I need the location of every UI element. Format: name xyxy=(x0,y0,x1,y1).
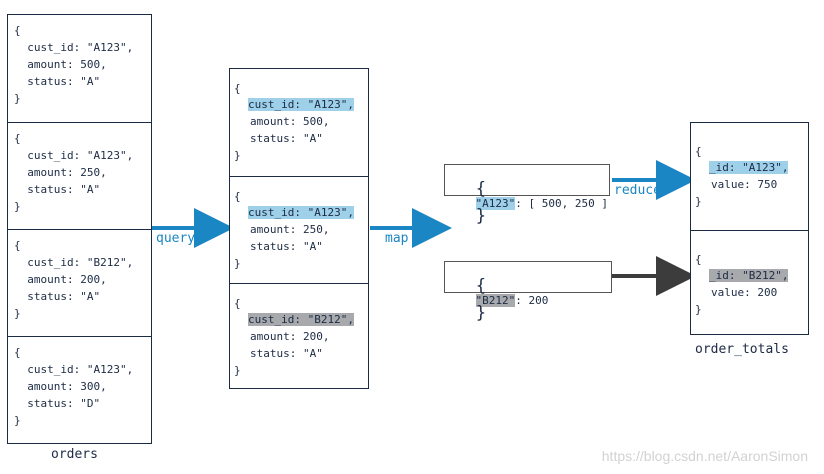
close-brace: } xyxy=(475,303,487,323)
cust-id-highlight: cust_id: "A123", xyxy=(248,98,354,111)
orders-doc-4: { cust_id: "A123", amount: 300, status: … xyxy=(8,336,151,443)
query-doc-3: { cust_id: "B212", amount: 200, status: … xyxy=(230,283,368,388)
doc-line: { xyxy=(14,24,21,37)
order-totals-label: order_totals xyxy=(695,342,789,357)
query-doc-2: { cust_id: "A123", amount: 250, status: … xyxy=(230,176,368,283)
order-total-doc-2: { _id: "B212", value: 200 } xyxy=(691,230,808,334)
query-doc-1: { cust_id: "A123", amount: 500, status: … xyxy=(230,69,368,175)
doc-line: value: 200 xyxy=(711,286,778,299)
doc-line: cust_id: "A123", xyxy=(14,363,134,376)
doc-line: } xyxy=(695,195,702,208)
doc-line: status: "A" xyxy=(14,183,101,196)
id-highlight: _id: "B212", xyxy=(709,269,789,282)
orders-label: orders xyxy=(51,447,98,462)
doc-line: } xyxy=(14,200,21,213)
pair-line: { "B212": 200 } xyxy=(449,267,548,334)
cust-id-highlight: cust_id: "B212", xyxy=(248,313,354,326)
doc-line: status: "A" xyxy=(14,290,101,303)
reduce-label: reduce xyxy=(614,183,661,198)
query-label: query xyxy=(156,231,196,246)
doc-line: { xyxy=(234,190,241,203)
orders-doc-2: { cust_id: "A123", amount: 250, status: … xyxy=(8,122,151,229)
doc-line: { xyxy=(234,297,241,310)
map-key-highlight: "A123" xyxy=(475,197,516,210)
doc-line: { xyxy=(695,145,702,158)
doc-line: { xyxy=(234,82,241,95)
doc-line: } xyxy=(14,414,21,427)
doc-line: amount: 500, xyxy=(14,58,107,71)
doc-line: status: "A" xyxy=(250,132,323,145)
pair-line: { "A123": [ 500, 250 ] } xyxy=(449,170,608,237)
doc-line: } xyxy=(234,149,241,162)
doc-line: cust_id: "B212", xyxy=(14,256,134,269)
doc-line: amount: 200, xyxy=(14,273,107,286)
doc-line: } xyxy=(234,257,241,270)
doc-line: status: "A" xyxy=(250,347,323,360)
orders-collection: { cust_id: "A123", amount: 500, status: … xyxy=(7,14,152,444)
query-result-collection: { cust_id: "A123", amount: 500, status: … xyxy=(229,68,369,389)
doc-line: status: "A" xyxy=(250,240,323,253)
doc-line: cust_id: "A123", xyxy=(14,149,134,162)
doc-line: amount: 250, xyxy=(250,223,330,236)
orders-doc-1: { cust_id: "A123", amount: 500, status: … xyxy=(8,15,151,121)
doc-line: } xyxy=(695,303,702,316)
map-key-highlight: "B212" xyxy=(475,294,516,307)
doc-line: cust_id: "A123", xyxy=(14,41,134,54)
watermark: https://blog.csdn.net/AaronSimon xyxy=(601,448,808,464)
cust-id-highlight: cust_id: "A123", xyxy=(248,206,354,219)
doc-line: status: "D" xyxy=(14,397,101,410)
order-total-doc-1: { _id: "A123", value: 750 } xyxy=(691,123,808,229)
mapped-pair-a123: { "A123": [ 500, 250 ] } xyxy=(444,164,610,225)
doc-line: { xyxy=(14,132,21,145)
map-label: map xyxy=(385,231,409,246)
doc-line: } xyxy=(14,307,21,320)
doc-line: amount: 300, xyxy=(14,380,107,393)
doc-line: amount: 250, xyxy=(14,166,107,179)
open-brace: { xyxy=(475,276,487,296)
map-values: : 200 xyxy=(515,294,549,307)
mapped-pair-b212: { "B212": 200 } xyxy=(444,261,612,322)
doc-line: amount: 500, xyxy=(250,115,330,128)
doc-line: { xyxy=(14,239,21,252)
open-brace: { xyxy=(475,179,487,199)
close-brace: } xyxy=(475,206,487,226)
map-values: : [ 500, 250 ] xyxy=(515,197,608,210)
doc-line: { xyxy=(14,346,21,359)
doc-line: } xyxy=(14,92,21,105)
doc-line: amount: 200, xyxy=(250,330,330,343)
doc-line: } xyxy=(234,364,241,377)
doc-line: status: "A" xyxy=(14,75,101,88)
doc-line: { xyxy=(695,253,702,266)
order-totals-collection: { _id: "A123", value: 750 } { _id: "B212… xyxy=(690,122,809,335)
doc-line: value: 750 xyxy=(711,178,778,191)
orders-doc-3: { cust_id: "B212", amount: 200, status: … xyxy=(8,229,151,336)
id-highlight: _id: "A123", xyxy=(709,161,789,174)
